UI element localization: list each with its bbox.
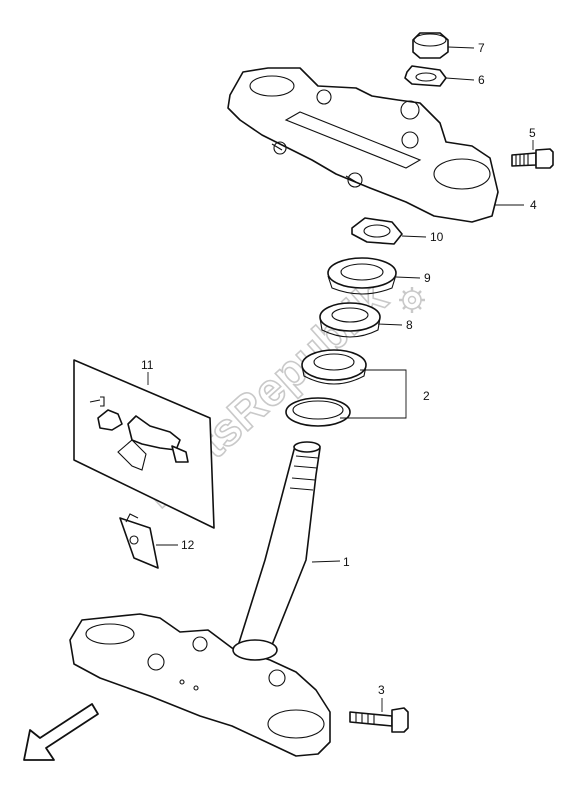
callout-labels: 1 2 3 4 5 6 7 8 9 10 11 12 <box>141 41 537 697</box>
callout-2: 2 <box>423 389 430 403</box>
callout-12: 12 <box>181 538 195 552</box>
leader-6 <box>445 77 475 81</box>
callout-7: 7 <box>478 41 485 55</box>
part-7-cap-nut <box>412 32 449 59</box>
leader-lines <box>147 46 534 712</box>
part-12-plate <box>119 513 159 569</box>
watermark-gear-icon <box>399 287 425 313</box>
leader-7 <box>447 46 475 49</box>
part-8-bearing <box>319 302 381 338</box>
leader-10 <box>401 235 427 238</box>
callout-8: 8 <box>406 318 413 332</box>
leader-2 <box>340 369 407 419</box>
part-5-bolt <box>511 148 554 169</box>
callout-4: 4 <box>530 198 537 212</box>
leader-1 <box>311 560 341 563</box>
callout-5: 5 <box>529 126 536 140</box>
callout-9: 9 <box>424 271 431 285</box>
callout-3: 3 <box>378 683 385 697</box>
callout-10: 10 <box>430 230 444 244</box>
leader-8 <box>377 323 403 326</box>
callout-1: 1 <box>343 555 350 569</box>
callout-6: 6 <box>478 73 485 87</box>
part-11-switch-assembly <box>73 359 215 529</box>
part-6-washer <box>404 65 447 87</box>
part-9-seal <box>327 257 397 295</box>
part-10-nut <box>351 217 403 245</box>
part-1-steering-stem <box>69 441 331 757</box>
front-direction-arrow-icon <box>23 703 99 761</box>
part-3-bolt <box>349 707 409 733</box>
leader-9 <box>395 276 421 279</box>
part-2-bearing-set <box>285 349 367 427</box>
part-4-upper-bracket <box>227 67 499 223</box>
callout-11: 11 <box>141 358 154 372</box>
